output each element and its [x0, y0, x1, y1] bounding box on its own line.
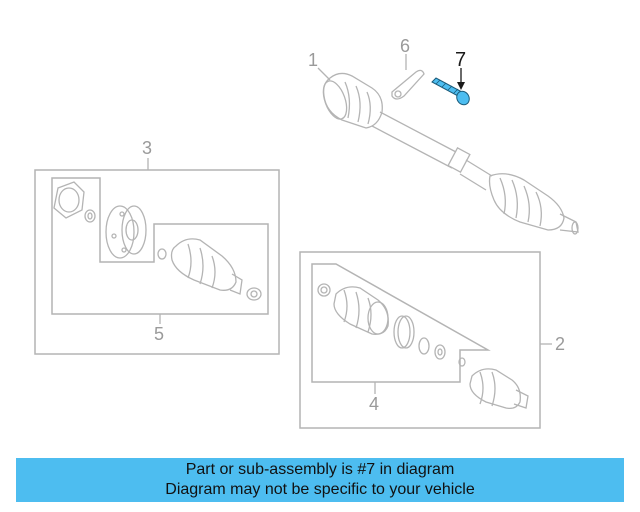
part-3-frame — [34, 169, 280, 355]
callout-7: 7 — [455, 49, 466, 71]
callout-2: 2 — [555, 334, 565, 354]
part-3-components[interactable] — [53, 181, 262, 301]
callout-3: 3 — [142, 138, 152, 158]
part-7-bolt[interactable] — [431, 77, 472, 107]
callout-5: 5 — [154, 324, 164, 344]
banner-line-part: Part or sub-assembly is #7 in diagram — [185, 461, 455, 478]
part-4-frame — [311, 263, 491, 383]
callout-6: 6 — [400, 36, 410, 56]
leader-7-arrowhead — [457, 82, 465, 90]
callout-1: 1 — [308, 50, 318, 70]
leader-1 — [317, 67, 331, 81]
part-2-frame — [299, 251, 541, 429]
callout-4: 4 — [369, 394, 379, 414]
part-6-plate[interactable] — [391, 69, 425, 100]
banner-line-disclaimer: Diagram may not be specific to your vehi… — [165, 481, 475, 498]
info-banner: Part or sub-assembly is #7 in diagram Di… — [16, 458, 624, 502]
parts-diagram: 1 6 7 3 5 — [34, 36, 579, 429]
part-2-components[interactable] — [317, 283, 529, 410]
part-5-frame — [51, 177, 269, 315]
part-1-axle-shaft[interactable] — [319, 72, 579, 235]
